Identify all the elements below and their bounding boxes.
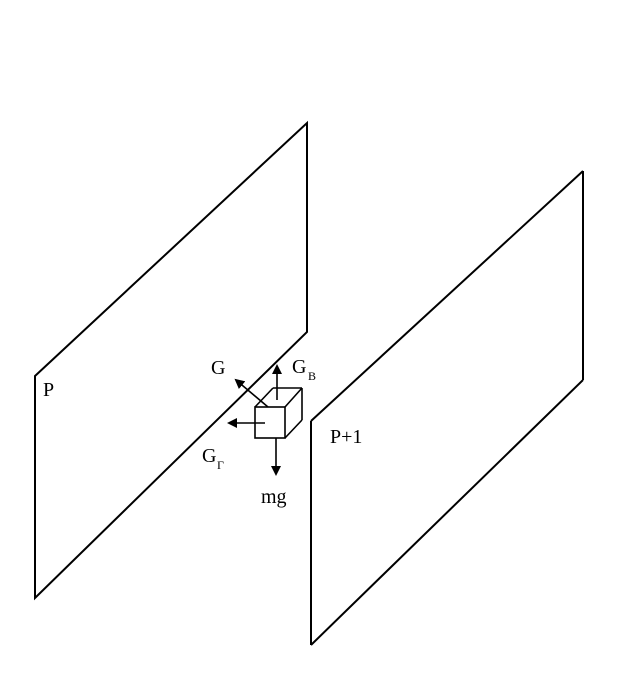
svg-text:B: B — [308, 369, 316, 383]
force-arrows — [227, 364, 282, 476]
plane-p — [34, 120, 308, 601]
cube-body — [254, 387, 303, 439]
svg-text:G: G — [292, 356, 306, 378]
svg-text:Г: Г — [217, 458, 224, 472]
label-plane-p: P — [43, 379, 54, 401]
label-g-b: G B — [292, 356, 316, 383]
label-g-total: G — [211, 357, 225, 379]
label-mg: mg — [261, 486, 287, 508]
label-g-g: G Г — [202, 445, 224, 472]
label-plane-p-plus-1: P+1 — [330, 426, 362, 448]
svg-text:G: G — [202, 445, 216, 467]
plane-p-plus-1 — [310, 170, 584, 646]
arrow-g-total — [234, 378, 269, 408]
